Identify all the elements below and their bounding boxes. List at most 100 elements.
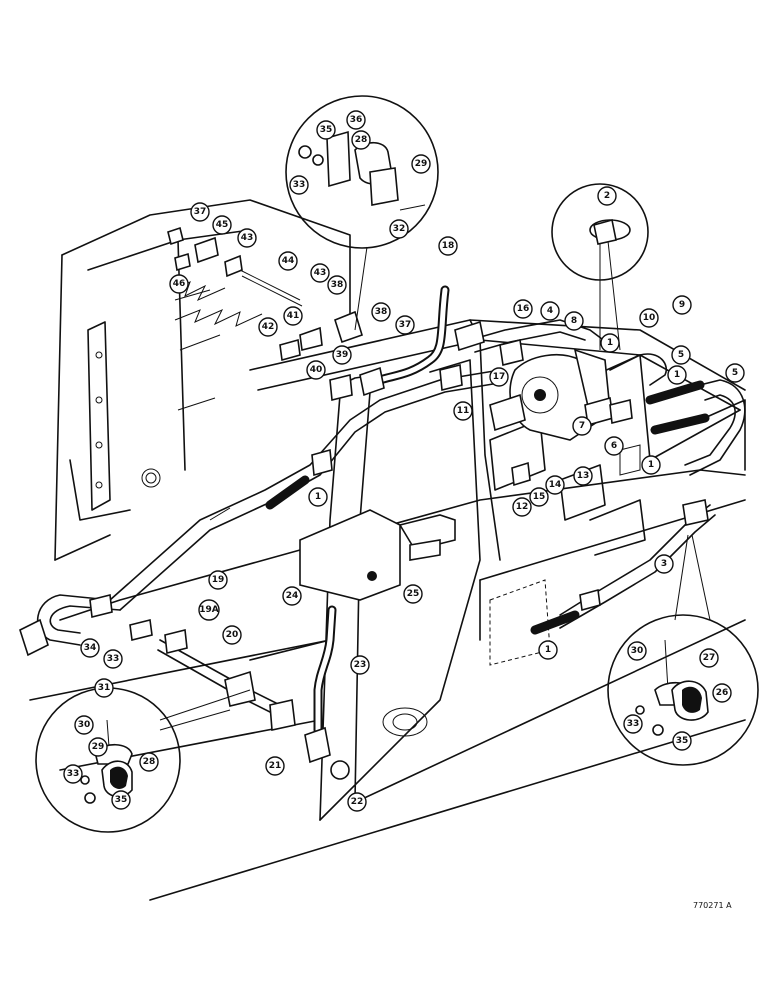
callout-bubble — [699, 648, 719, 668]
callout-number: 31 — [98, 683, 111, 693]
callout-bubble — [545, 475, 565, 495]
callout-bubble — [190, 202, 210, 222]
callout-21: 21 — [265, 756, 285, 776]
callout-bubble — [74, 715, 94, 735]
callout-bubble — [654, 554, 674, 574]
callout-bubble — [513, 299, 533, 319]
callout-bubble — [278, 251, 298, 271]
callout-bubble — [597, 186, 617, 206]
callout-bubble — [453, 401, 473, 421]
callout-25: 25 — [403, 584, 423, 604]
callout-38: 38 — [371, 302, 391, 322]
callout-36: 36 — [346, 110, 366, 130]
detail-circle-left-bottom — [35, 687, 181, 833]
callout-number: 5 — [678, 350, 684, 360]
callout-number: 24 — [286, 591, 299, 601]
callout-bubble — [667, 365, 687, 385]
callout-bubble — [111, 790, 131, 810]
callout-29: 29 — [88, 737, 108, 757]
callout-number: 34 — [84, 643, 97, 653]
callout-bubble — [538, 640, 558, 660]
callout-15: 15 — [529, 487, 549, 507]
callout-4: 4 — [540, 301, 560, 321]
callout-34: 34 — [80, 638, 100, 658]
callout-bubble — [725, 363, 745, 383]
callout-bubble — [169, 274, 189, 294]
callout-bubble — [627, 641, 647, 661]
callout-number: 35 — [676, 736, 689, 746]
callout-number: 33 — [293, 180, 306, 190]
callout-bubble — [258, 317, 278, 337]
callout-37: 37 — [190, 202, 210, 222]
callout-number: 17 — [493, 372, 506, 382]
callout-1: 1 — [600, 333, 620, 353]
callout-number: 21 — [269, 761, 282, 771]
callout-number: 26 — [716, 688, 729, 698]
callout-bubble — [308, 487, 328, 507]
callout-33: 33 — [63, 764, 83, 784]
callout-bubble — [573, 466, 593, 486]
callout-number: 1 — [648, 460, 654, 470]
callout-number: 37 — [399, 320, 412, 330]
callout-bubble — [310, 263, 330, 283]
callout-35: 35 — [111, 790, 131, 810]
callout-22: 22 — [347, 792, 367, 812]
callout-bubble — [212, 215, 232, 235]
callout-bubble — [282, 586, 302, 606]
callout-number: 39 — [336, 350, 349, 360]
callout-bubble — [671, 345, 691, 365]
callout-number: 12 — [516, 502, 529, 512]
callout-number: 45 — [216, 220, 229, 230]
callout-bubble — [198, 599, 220, 621]
callout-28: 28 — [139, 752, 159, 772]
callout-number: 28 — [143, 757, 156, 767]
callout-number: 14 — [549, 480, 562, 490]
callout-bubble — [306, 360, 326, 380]
callout-number: 33 — [67, 769, 80, 779]
callout-17: 17 — [489, 367, 509, 387]
callout-number: 28 — [355, 135, 368, 145]
callout-bubble — [63, 764, 83, 784]
callout-7: 7 — [572, 416, 592, 436]
callout-number: 6 — [611, 441, 617, 451]
callout-number: 27 — [703, 653, 716, 663]
callout-bubble — [623, 714, 643, 734]
callout-31: 31 — [94, 678, 114, 698]
callout-labels: 111112345567891011121314151617181919A202… — [63, 110, 745, 812]
callout-9: 9 — [672, 295, 692, 315]
callout-number: 38 — [331, 280, 344, 290]
callout-number: 22 — [351, 797, 364, 807]
callout-29: 29 — [411, 154, 431, 174]
callout-bubble — [332, 345, 352, 365]
callout-number: 19A — [199, 605, 219, 615]
callout-1: 1 — [308, 487, 328, 507]
callout-28: 28 — [351, 130, 371, 150]
callout-number: 29 — [415, 159, 428, 169]
callout-45: 45 — [212, 215, 232, 235]
callout-11: 11 — [453, 401, 473, 421]
callout-number: 35 — [320, 125, 333, 135]
callout-38: 38 — [327, 275, 347, 295]
callout-2: 2 — [597, 186, 617, 206]
callout-bubble — [672, 731, 692, 751]
callout-35: 35 — [672, 731, 692, 751]
callout-number: 7 — [579, 421, 585, 431]
callout-bubble — [395, 315, 415, 335]
callout-bubble — [540, 301, 560, 321]
detail-circle-top — [285, 95, 439, 249]
callout-bubble — [289, 175, 309, 195]
callout-number: 30 — [631, 646, 644, 656]
callout-3: 3 — [654, 554, 674, 574]
callout-30: 30 — [74, 715, 94, 735]
callout-16: 16 — [513, 299, 533, 319]
callout-bubble — [529, 487, 549, 507]
callout-bubble — [80, 638, 100, 658]
callout-number: 43 — [241, 233, 254, 243]
callout-number: 37 — [194, 207, 207, 217]
callout-14: 14 — [545, 475, 565, 495]
callout-10: 10 — [639, 308, 659, 328]
callout-bubble — [316, 120, 336, 140]
callout-39: 39 — [332, 345, 352, 365]
callout-44: 44 — [278, 251, 298, 271]
callout-number: 15 — [533, 492, 546, 502]
